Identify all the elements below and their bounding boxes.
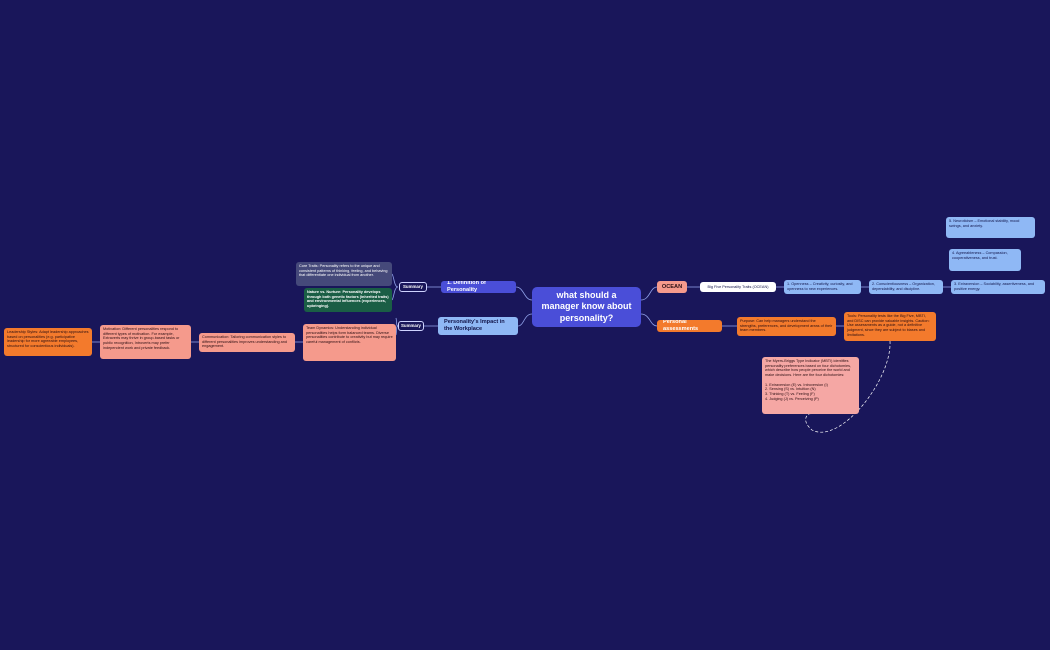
bracket-workplace [395,317,399,336]
link-center-assessments [640,313,658,327]
topic-workplace[interactable]: Personality's Impact in the Workplace [438,317,518,335]
link-center-ocean [640,286,658,301]
leaf-communication[interactable]: Communication: Tailoring communication s… [199,333,295,352]
leaf-big-five[interactable]: Big Five Personality Traits (OCEAN) [700,282,776,292]
leaf-openness[interactable]: 1. Openness – Creativity, curiosity, and… [784,280,861,294]
leaf-leadership[interactable]: Leadership Styles: Adapt leadership appr… [4,328,92,356]
link-center-workplace [517,313,533,327]
leaf-neuroticism[interactable]: 5. Neuroticism – Emotional stability, mo… [946,217,1035,238]
topic-ocean[interactable]: OCEAN [657,281,687,293]
leaf-agreeableness[interactable]: 4. Agreeableness – Compassion, cooperati… [949,249,1021,271]
link-center-definition [515,286,533,301]
summary-definition[interactable]: Summary [399,282,427,292]
leaf-team-dynamics[interactable]: Team Dynamics: Understanding individual … [303,324,396,361]
bracket-definition [391,273,399,301]
central-topic[interactable]: what should a manager know about persona… [532,287,641,327]
leaf-core-traits[interactable]: Core Traits: Personality refers to the u… [296,262,392,286]
dashed-link-tools-mbti [805,340,891,433]
leaf-extraversion[interactable]: 3. Extraversion – Sociability, assertive… [951,280,1045,294]
leaf-motivation[interactable]: Motivation: Different personalities resp… [100,325,191,359]
leaf-tools[interactable]: Tools: Personality tests like the Big Fi… [844,312,936,341]
leaf-nature-nurture[interactable]: Nature vs. Nurture: Personality develops… [304,288,392,312]
leaf-conscientiousness[interactable]: 2. Conscientiousness – Organization, dep… [869,280,943,294]
topic-definition[interactable]: 1. Definition of Personality [441,281,516,293]
topic-personal-assessments[interactable]: Personal assessments [657,320,722,332]
leaf-mbti[interactable]: The Myers-Briggs Type Indicator (MBTI) i… [762,357,859,414]
leaf-purpose[interactable]: Purpose: Can help managers understand th… [737,317,836,336]
summary-workplace[interactable]: Summary [398,321,424,331]
